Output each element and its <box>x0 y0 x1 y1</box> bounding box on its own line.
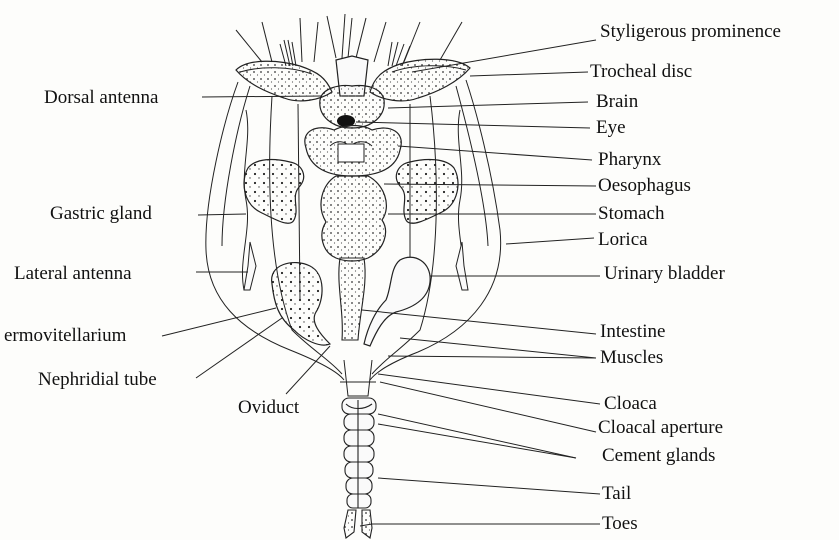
label-cloacal-aperture: Cloacal aperture <box>598 418 723 437</box>
label-tail: Tail <box>602 484 631 503</box>
tail <box>342 398 376 508</box>
label-oviduct: Oviduct <box>238 398 299 417</box>
label-styligerous-prominence: Styligerous prominence <box>600 22 781 41</box>
urinary-bladder <box>364 257 430 346</box>
germovitellarium <box>272 263 330 345</box>
label-lateral-antenna: Lateral antenna <box>14 264 132 283</box>
label-toes: Toes <box>602 514 638 533</box>
brain <box>320 86 384 128</box>
label-lorica: Lorica <box>598 230 648 249</box>
label-dorsal-antenna: Dorsal antenna <box>44 88 158 107</box>
toes <box>344 510 372 538</box>
label-pharynx: Pharynx <box>598 150 661 169</box>
label-urinary-bladder: Urinary bladder <box>604 264 725 283</box>
label-trocheal-disc: Trocheal disc <box>590 62 692 81</box>
pharynx <box>305 126 401 177</box>
label-eye: Eye <box>596 118 626 137</box>
cloaca <box>340 360 376 396</box>
label-brain: Brain <box>596 92 638 111</box>
label-germovitellarium: ermovitellarium <box>4 326 126 345</box>
label-intestine: Intestine <box>600 322 665 341</box>
label-muscles: Muscles <box>600 348 663 367</box>
label-cement-glands: Cement glands <box>602 446 715 465</box>
label-nephridial-tube: Nephridial tube <box>38 370 157 389</box>
label-cloaca: Cloaca <box>604 394 657 413</box>
label-stomach: Stomach <box>598 204 665 223</box>
label-gastric-gland: Gastric gland <box>50 204 152 223</box>
label-oesophagus: Oesophagus <box>598 176 691 195</box>
